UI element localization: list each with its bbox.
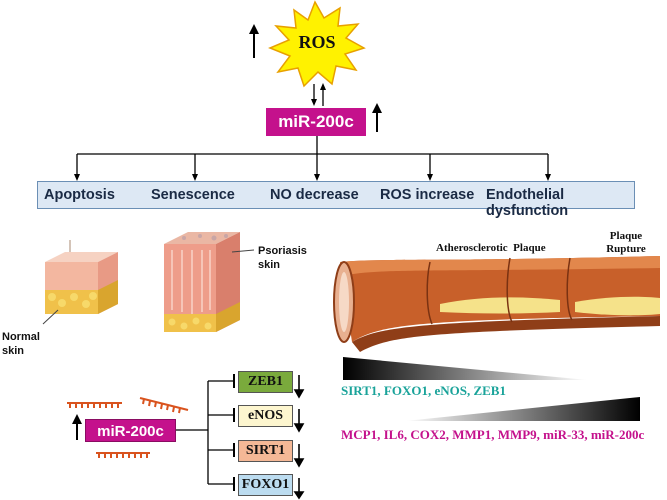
artery-illustration [333,256,660,352]
increase-gradient [405,397,640,421]
target-zeb1: ZEB1 [238,371,293,393]
effect-apoptosis: Apoptosis [44,187,115,203]
effect-endothelial-dysfunction: Endothelial dysfunction [486,187,569,219]
ros-label: ROS [298,32,336,52]
mirna-hairpin-icons [67,397,189,458]
atherosclerotic-plaque-label: Atherosclerotic Plaque [436,242,546,254]
ros-burst-icon [268,0,366,88]
mir-200c-bottom-box: miR-200c [85,419,176,442]
plaque-rupture-label: Plaque Rupture [606,230,646,255]
target-sirt1: SIRT1 [238,440,293,462]
effect-no-decrease: NO decrease [270,187,359,203]
mir-200c-top-box: miR-200c [266,108,366,136]
decreased-markers-list: SIRT1, FOXO1, eNOS, ZEB1 [341,383,506,398]
effect-ros-increase: ROS increase [380,187,475,203]
effect-senescence: Senescence [151,187,235,203]
target-foxo1: FOXO1 [238,474,293,496]
normal-skin-label: Normal skin [2,331,40,357]
psoriasis-skin-illustration [164,232,255,332]
decrease-gradient [343,357,588,380]
increased-markers-list: MCP1, IL6, COX2, MMP1, MMP9, miR-33, miR… [341,427,645,442]
effects-strip: Apoptosis Senescence NO decrease ROS inc… [37,181,635,219]
normal-skin-illustration [42,240,118,325]
psoriasis-skin-label: Psoriasis skin [258,245,307,271]
target-enos: eNOS [238,405,293,427]
